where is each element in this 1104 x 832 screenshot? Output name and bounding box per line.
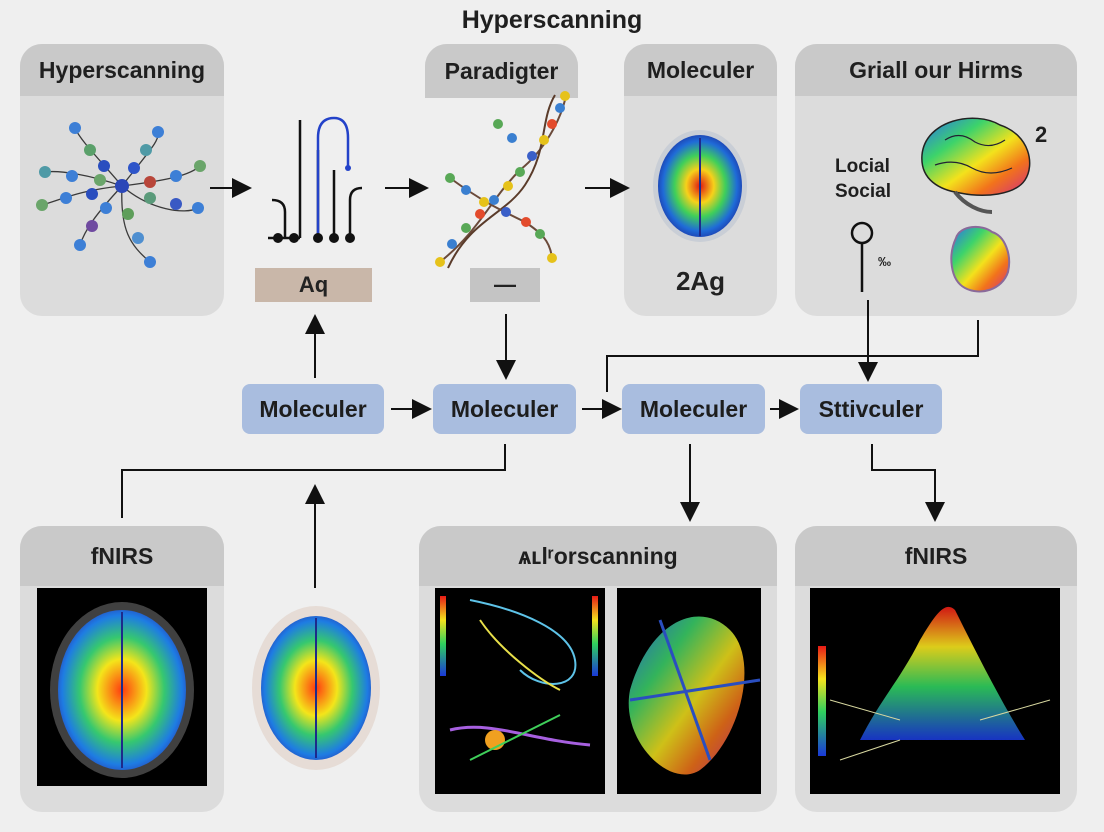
node-moleculer-2: Moleculer xyxy=(433,384,576,434)
panel-title: Hyperscanning xyxy=(20,44,224,96)
panel-title: Griall our Hirms xyxy=(795,44,1077,96)
panel-griall: Griall our Hirms xyxy=(795,44,1077,316)
node-sttivculer: Sttivculer xyxy=(800,384,942,434)
brain-scan-middle xyxy=(252,606,380,770)
panel-title: fNIRS xyxy=(795,526,1077,586)
label-dash: — xyxy=(470,268,540,302)
circuit-icon xyxy=(268,116,363,240)
node-moleculer-3: Moleculer xyxy=(622,384,765,434)
brain-scan-left xyxy=(50,602,194,778)
scan-image-left xyxy=(435,588,605,794)
panel-paradigter: Paradigter xyxy=(425,44,578,98)
node-moleculer-1: Moleculer xyxy=(242,384,384,434)
panel-title: ѧʟlʳorscanning xyxy=(419,526,777,586)
social-symbol-icon xyxy=(850,221,874,292)
molecule-network-icon xyxy=(36,122,206,268)
helix-molecule-icon xyxy=(435,91,570,269)
scatter-content xyxy=(818,606,1051,761)
label-aq: Aq xyxy=(255,268,372,302)
social-line2: Social xyxy=(835,181,891,202)
panel-moleculer: Moleculer xyxy=(624,44,777,316)
brain-heatmap-icon xyxy=(653,130,747,242)
colored-brain-icon xyxy=(921,117,1031,214)
diagram-title: Hyperscanning xyxy=(461,6,643,34)
panel-title: Moleculer xyxy=(624,44,777,96)
panel-title: fNIRS xyxy=(20,526,224,586)
scan-left-content xyxy=(440,596,598,761)
blob-icon xyxy=(950,225,1011,293)
percent-sign: ‰ xyxy=(878,254,891,269)
number-2: 2 xyxy=(1035,122,1048,147)
social-line1: Locial xyxy=(835,156,890,177)
panel-title: Paradigter xyxy=(425,44,578,98)
label-2ag: 2Aɡ xyxy=(675,265,726,296)
scan-right-content xyxy=(628,616,761,775)
